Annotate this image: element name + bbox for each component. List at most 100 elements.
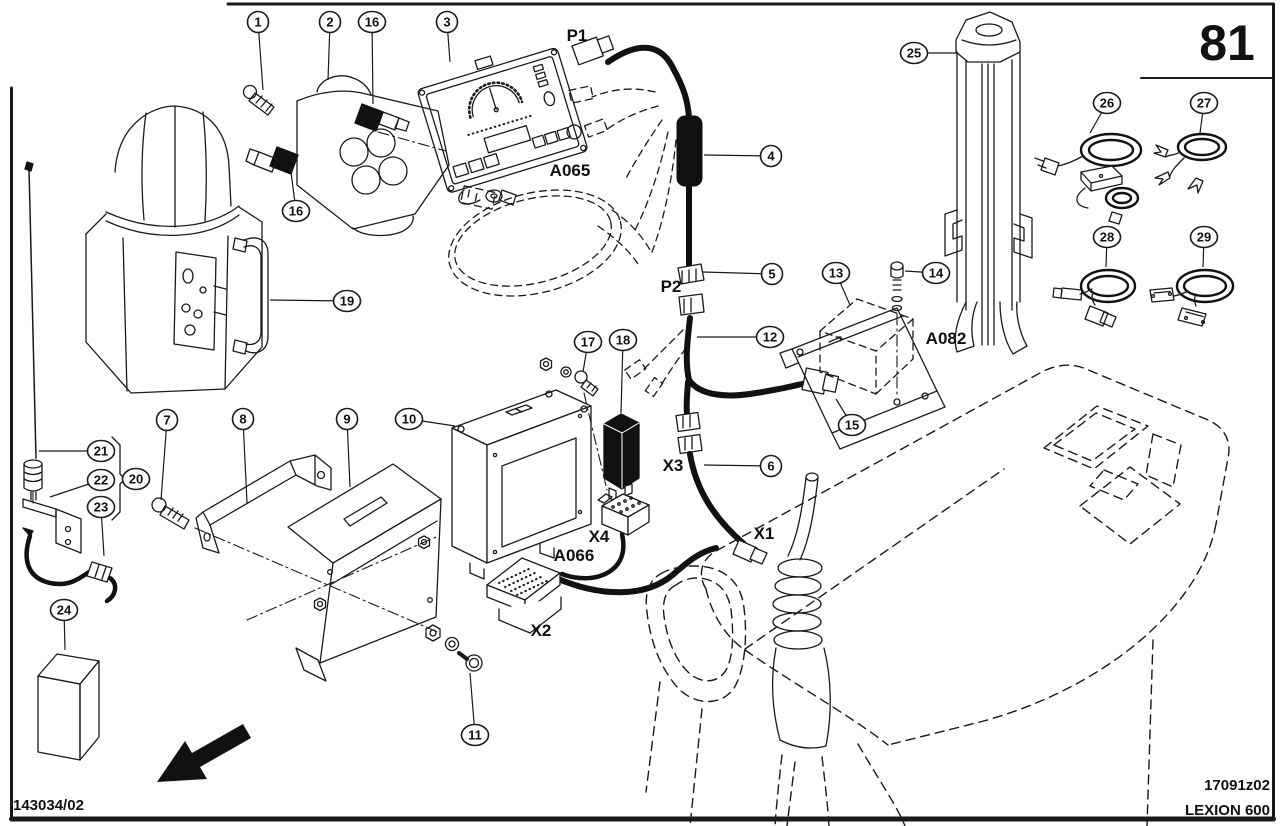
callout-22: 22 [49,468,116,498]
bolt-11-hardware [425,624,483,672]
cable-to-a082 [686,377,809,399]
direction-arrow [157,724,251,782]
svg-text:17: 17 [581,335,595,350]
svg-text:27: 27 [1197,96,1211,111]
bolt-7 [151,497,190,530]
gauge-needle [489,88,497,111]
bracket-15 [779,307,946,450]
callout-24: 24 [49,598,79,651]
svg-text:16: 16 [365,15,379,30]
cable-from-x2 [553,545,719,596]
callout-11: 11 [460,672,490,747]
svg-text:2: 2 [326,15,333,30]
connector-x2 [486,557,562,634]
svg-text:13: 13 [829,266,843,281]
callout-25: 25 [899,41,957,65]
image-ref: 17091z02 [1204,777,1270,794]
callout-18: 18 [608,328,638,414]
page-frame [9,2,1276,822]
cable-kit-27 [1153,132,1228,194]
callout-2: 2 [318,10,342,81]
svg-text:21: 21 [94,444,108,459]
cable-kit-28 [1052,268,1137,328]
plate-bottom-tab [352,215,414,237]
callout-9: 9 [335,407,359,488]
ecu-unit [451,389,592,580]
callout-8: 8 [231,407,255,504]
cable-kit-26 [1034,132,1143,225]
svg-text:11: 11 [468,728,482,743]
callout-14: 14 [904,261,951,285]
svg-text:29: 29 [1197,230,1211,245]
connector-x4 [597,493,650,536]
joystick [771,472,831,826]
connector-x1 [732,539,768,565]
gauge-ticks [467,81,524,119]
callout-7: 7 [155,408,179,501]
callout-12: 12 [697,325,785,349]
bracket-8 [195,454,332,554]
callout-27: 27 [1189,91,1219,134]
cable-kit-29 [1149,268,1235,327]
connector-p1 [571,35,615,66]
part-label-p2: P2 [661,277,682,296]
svg-text:26: 26 [1100,96,1114,111]
rubber-pad-16b [269,146,299,175]
part-label-a065: A065 [550,161,591,180]
antenna-bracket-flange [22,498,57,518]
svg-text:19: 19 [340,294,354,309]
callout-4: 4 [703,144,783,168]
svg-text:3: 3 [443,15,450,30]
svg-text:28: 28 [1100,230,1114,245]
cable-from-x4 [559,531,626,581]
part-label-a066: A066 [554,546,595,565]
part-label-a082: A082 [926,329,967,348]
connector-x3 [675,411,703,455]
svg-text:25: 25 [907,46,921,61]
callout-20: 20 [121,467,151,491]
box-24 [37,653,100,761]
bolt-17-hardware [539,357,608,491]
bolt-1 [242,84,275,116]
display-connector-stub [458,189,517,206]
callout-3: 3 [435,10,459,63]
lcd-window [483,124,532,154]
relay [603,413,640,502]
harness-sleeve-4 [676,115,703,187]
accessory-cable-dashed [448,85,687,398]
part-label-p1: P1 [567,26,588,45]
svg-text:12: 12 [763,330,777,345]
beacon-unit [85,105,269,394]
part-label-x2: X2 [531,621,552,640]
callout-17: 17 [573,330,603,373]
callout-5: 5 [702,262,784,286]
callout-21: 21 [39,439,116,463]
callout-19: 19 [269,289,362,313]
svg-text:15: 15 [845,418,859,433]
rubber-pad-16a [354,103,384,132]
svg-text:20: 20 [129,472,143,487]
svg-text:16: 16 [289,204,303,219]
callout-16: 16 [281,171,311,223]
svg-text:4: 4 [767,149,775,164]
model-name: LEXION 600 [1185,802,1270,819]
svg-text:5: 5 [768,267,775,282]
page-number: 81 [1199,15,1255,71]
svg-text:14: 14 [929,266,944,281]
plate-top-tab [316,75,372,96]
callout-26: 26 [1089,91,1122,134]
svg-text:7: 7 [163,413,170,428]
cable-to-x1 [687,451,747,547]
svg-text:23: 23 [94,500,108,515]
svg-text:6: 6 [767,459,774,474]
callout-6: 6 [703,454,783,478]
svg-text:18: 18 [616,333,630,348]
mast [944,11,1033,355]
callout-29: 29 [1189,225,1219,268]
svg-text:22: 22 [94,473,108,488]
part-label-x4: X4 [589,527,610,546]
